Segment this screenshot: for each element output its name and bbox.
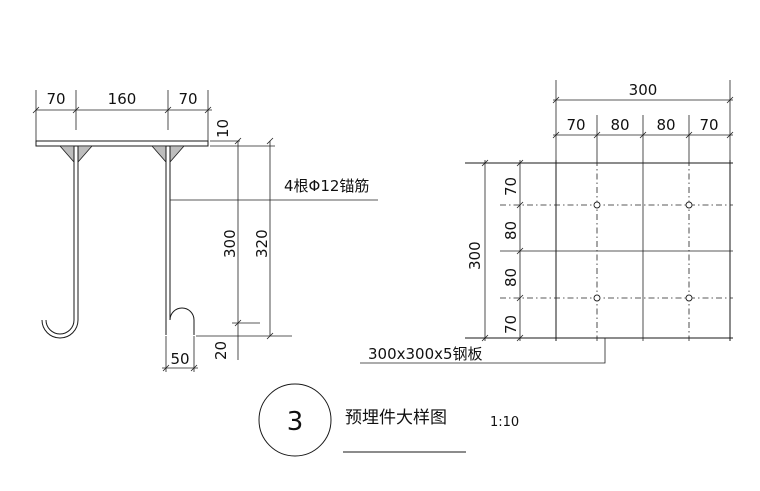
plan-view: 300 70 80 80 70 <box>360 80 734 364</box>
dim-col-80-a: 80 <box>610 116 629 134</box>
dim-row-80-b: 80 <box>502 268 520 287</box>
detail-scale: 1:10 <box>490 415 519 430</box>
detail-number: 3 <box>287 407 304 437</box>
dim-70-left: 70 <box>46 90 65 108</box>
dim-row-70-bottom: 70 <box>502 315 520 334</box>
anchor-hook-left <box>45 319 75 335</box>
anchor-hole-3 <box>593 294 601 302</box>
dim-70-right: 70 <box>178 90 197 108</box>
dim-20: 20 <box>212 341 230 360</box>
dim-160: 160 <box>108 90 137 108</box>
plate-leader-line <box>360 338 606 364</box>
dim-320-vertical: 320 <box>253 229 271 258</box>
elevation-view: 70 160 70 10 300 320 4根Φ <box>32 90 378 372</box>
weld-left-b <box>77 145 93 164</box>
dim-col-70-left: 70 <box>566 116 585 134</box>
rebar-note: 4根Φ12锚筋 <box>284 177 369 195</box>
steel-plate-section <box>35 140 209 147</box>
dim-300-top: 300 <box>629 81 658 99</box>
detail-title: 预埋件大样图 <box>345 408 447 428</box>
anchor-hook-right <box>169 307 195 335</box>
dim-300-left: 300 <box>466 241 484 270</box>
title-block: 3 预埋件大样图 1:10 <box>258 383 519 457</box>
anchor-hole-4 <box>685 294 693 302</box>
dim-plate-thickness: 10 <box>214 119 232 138</box>
detail-number-circle <box>258 383 332 457</box>
dim-300-vertical: 300 <box>221 229 239 258</box>
plate-note: 300x300x5钢板 <box>368 345 483 363</box>
weld-right-a <box>151 145 167 164</box>
dim-col-80-b: 80 <box>656 116 675 134</box>
dim-col-70-right: 70 <box>699 116 718 134</box>
anchor-hole-2 <box>685 201 693 209</box>
dim-row-70-top: 70 <box>502 177 520 196</box>
weld-right-b <box>169 145 185 164</box>
weld-left-a <box>59 145 75 164</box>
anchor-hole-1 <box>593 201 601 209</box>
dim-row-80-a: 80 <box>502 221 520 240</box>
dim-50: 50 <box>170 350 189 368</box>
